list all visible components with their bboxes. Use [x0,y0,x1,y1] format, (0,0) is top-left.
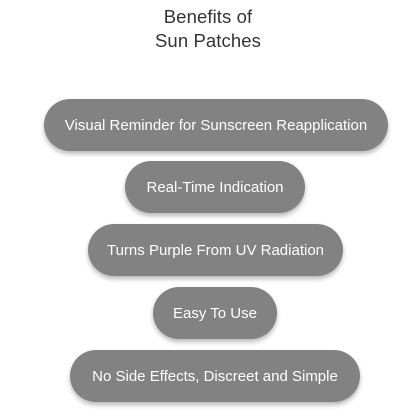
benefit-pill-visual-reminder: Visual Reminder for Sunscreen Reapplicat… [44,99,388,151]
page-title: Benefits of Sun Patches [0,5,416,53]
benefit-pill-easy-to-use: Easy To Use [153,287,277,339]
benefit-label: Easy To Use [173,304,257,322]
benefit-pill-real-time-indication: Real-Time Indication [125,161,305,213]
benefit-pill-no-side-effects: No Side Effects, Discreet and Simple [70,350,360,402]
benefit-label: Turns Purple From UV Radiation [106,241,325,259]
benefit-pill-turns-purple: Turns Purple From UV Radiation [88,224,343,276]
page-title-line-1: Benefits of [163,6,253,27]
benefit-label: Real-Time Indication [146,178,284,196]
benefit-label: No Side Effects, Discreet and Simple [92,367,338,385]
benefit-label: Visual Reminder for Sunscreen Reapplicat… [64,116,368,134]
page-title-line-2: Sun Patches [154,30,261,51]
